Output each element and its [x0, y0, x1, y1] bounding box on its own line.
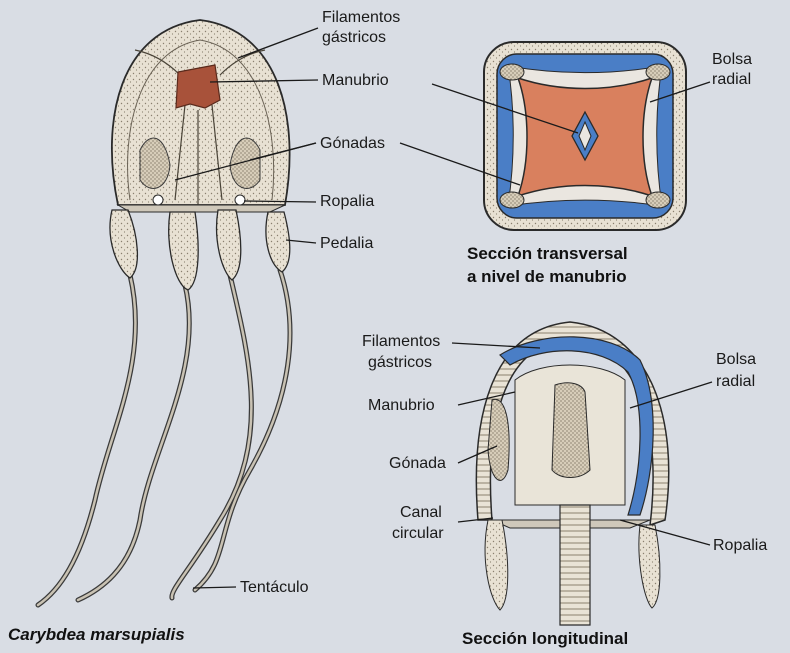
label-manubrio: Manubrio	[322, 71, 389, 90]
cross-section-figure	[400, 42, 710, 230]
longitudinal-section-figure	[452, 322, 712, 625]
pedalium-2	[169, 212, 198, 290]
tentacle-4	[195, 270, 290, 590]
label-ropalia-long: Ropalia	[713, 536, 767, 555]
jellyfish-figure	[38, 20, 318, 605]
label-bolsa-radial-cross-line1: Bolsa	[712, 50, 752, 69]
label-bolsa-radial-long-line1: Bolsa	[716, 350, 756, 369]
label-canal-circular-line1: Canal	[400, 503, 442, 522]
pedalium-1	[110, 210, 137, 278]
label-tentaculo: Tentáculo	[240, 578, 309, 597]
label-filamentos-gastricos-line2: gástricos	[322, 28, 386, 47]
bell	[112, 20, 290, 205]
pedalium-4	[266, 212, 290, 272]
label-gonadas: Gónadas	[320, 134, 385, 153]
label-bolsa-radial-long-line2: radial	[716, 372, 755, 391]
manubrio-orange	[176, 65, 220, 108]
cross-section-caption-line1: Sección transversal	[467, 243, 628, 264]
label-pedalia: Pedalia	[320, 234, 373, 253]
tentacle-1	[38, 275, 135, 605]
label-canal-circular-line2: circular	[392, 524, 444, 543]
cross-section-caption-line2: a nivel de manubrio	[467, 266, 627, 287]
pedalium-3	[217, 210, 241, 280]
label-manubrio-long: Manubrio	[368, 396, 435, 415]
label-filamentos-long-line2: gástricos	[368, 353, 432, 372]
label-gonada: Gónada	[389, 454, 446, 473]
long-manubrio	[552, 383, 590, 478]
label-ropalia: Ropalia	[320, 192, 374, 211]
label-bolsa-radial-cross-line2: radial	[712, 70, 751, 89]
species-caption: Carybdea marsupialis	[8, 624, 185, 645]
label-filamentos-gastricos-line1: Filamentos	[322, 8, 400, 27]
longitudinal-section-caption: Sección longitudinal	[462, 628, 628, 649]
tentacle-3	[172, 275, 252, 598]
label-filamentos-long-line1: Filamentos	[362, 332, 440, 351]
